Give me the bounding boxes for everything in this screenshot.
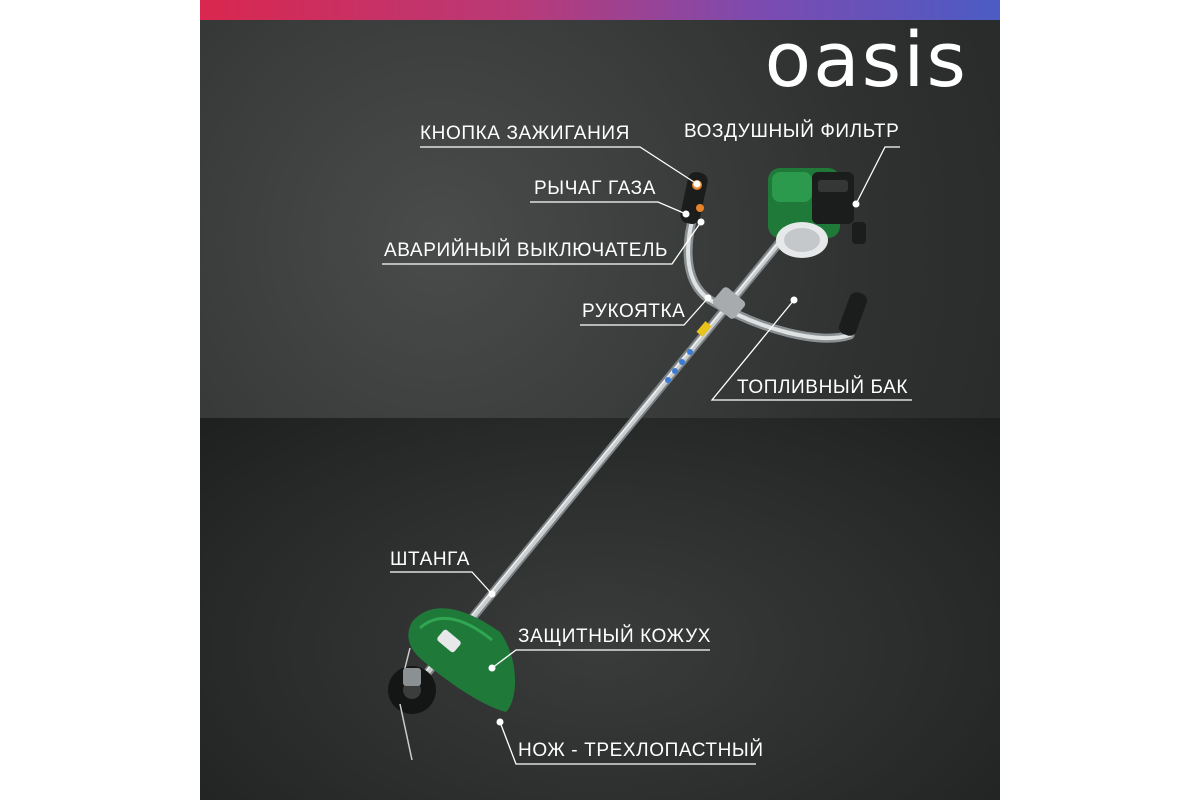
brand-gradient-bar: [200, 0, 1000, 20]
brand-logo: oasis: [764, 15, 968, 104]
label-ignition-button: КНОПКА ЗАЖИГАНИЯ: [420, 123, 630, 144]
floor-background: [200, 418, 1000, 800]
engine-unit: [768, 168, 866, 258]
label-air-filter: ВОЗДУШНЫЙ ФИЛЬТР: [684, 121, 900, 142]
product-infographic: oasis: [200, 0, 1000, 800]
label-handle: РУКОЯТКА: [582, 301, 686, 322]
callout-lines: [382, 146, 912, 765]
label-emergency-switch: АВАРИЙНЫЙ ВЫКЛЮЧАТЕЛЬ: [384, 240, 669, 261]
guard-and-head: [388, 608, 516, 761]
label-blade: НОЖ - ТРЕХЛОПАСТНЫЙ: [518, 740, 764, 761]
brushcutter-illustration: [382, 146, 912, 765]
label-throttle-lever: РЫЧАГ ГАЗА: [534, 178, 657, 199]
label-guard: ЗАЩИТНЫЙ КОЖУХ: [518, 626, 712, 647]
label-fuel-tank: ТОПЛИВНЫЙ БАК: [737, 377, 909, 398]
shaft-stickers: [665, 321, 712, 383]
label-shaft: ШТАНГА: [390, 549, 471, 570]
callout-dots: [488, 180, 860, 726]
